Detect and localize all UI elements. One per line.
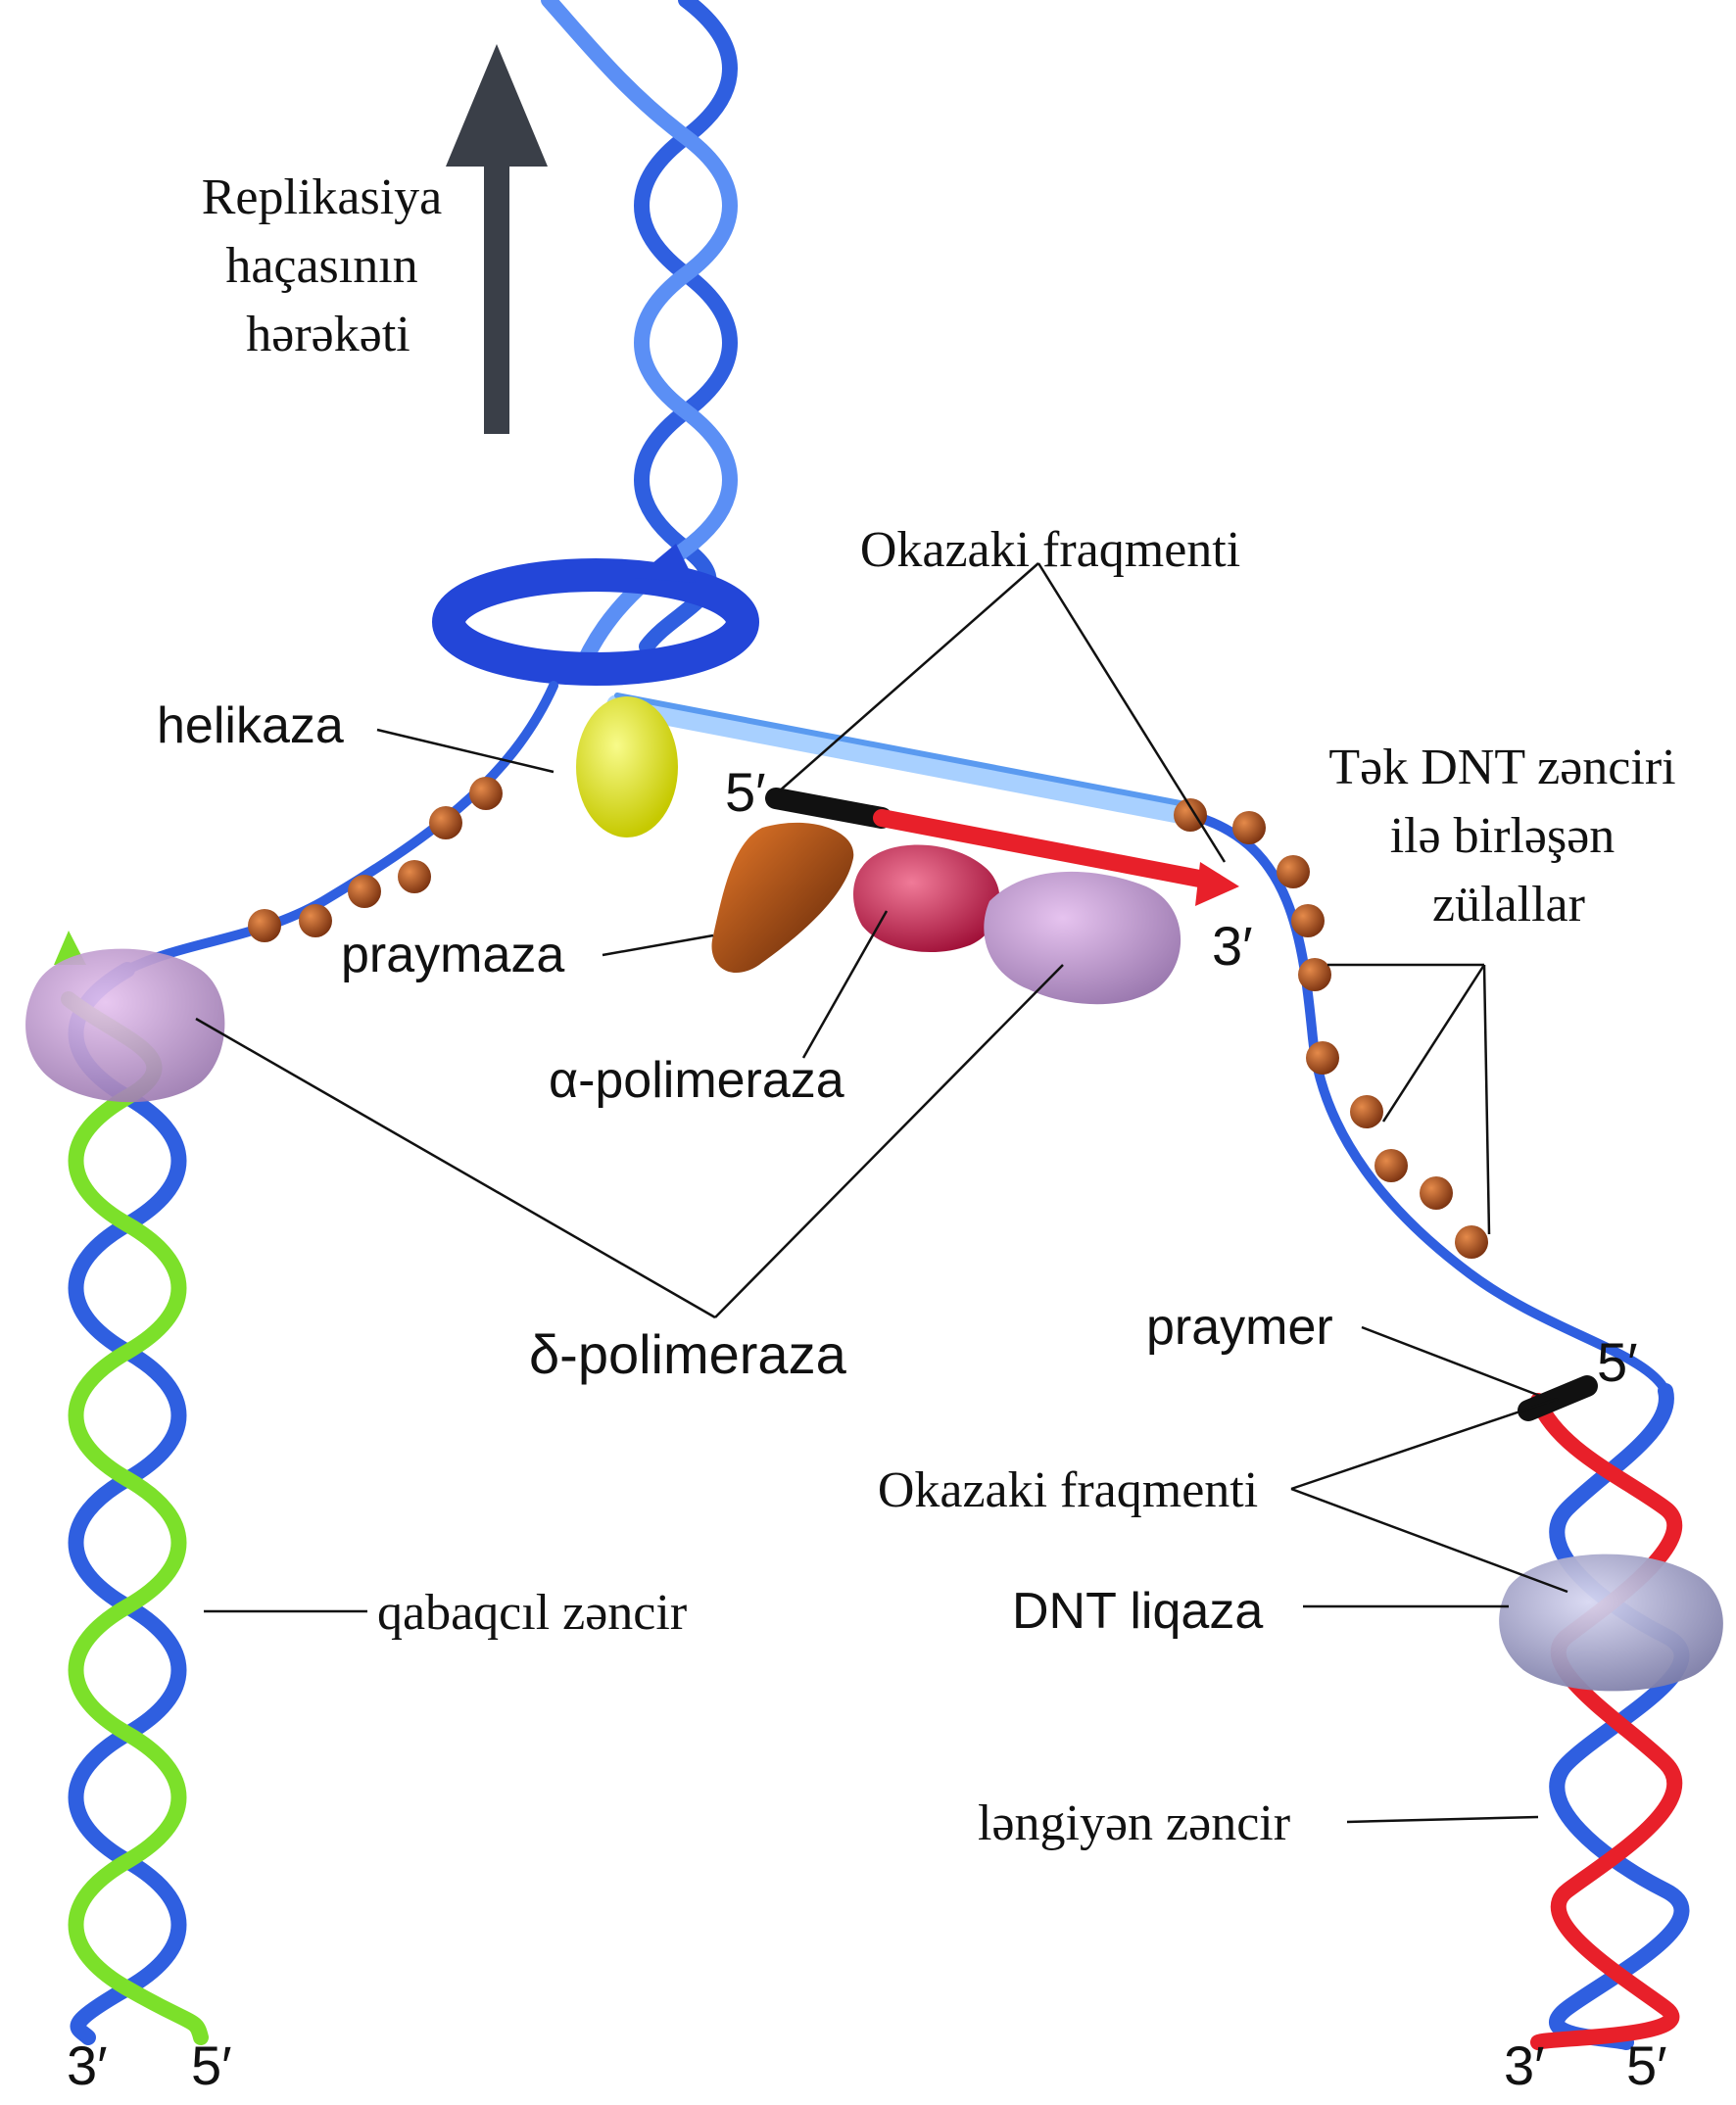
alpha-polymerase-protein xyxy=(853,844,1000,953)
leading-strand-label: qabaqcıl zəncir xyxy=(377,1585,687,1641)
single-strand-proteins-label: Tək DNT zənciri ilə birləşən zülallar xyxy=(1328,740,1688,933)
lagging-template-strand xyxy=(606,694,1201,826)
ssb-label-line-3: zülallar xyxy=(1432,877,1585,933)
helicase-label: helikaza xyxy=(157,697,344,754)
okazaki-5-prime-label: 5′ xyxy=(725,761,766,823)
helicase-protein xyxy=(576,696,678,837)
right-5-prime-label: 5′ xyxy=(1626,2034,1667,2096)
left-3-prime-label: 3′ xyxy=(67,2034,108,2096)
leader-lines xyxy=(195,562,1568,1824)
dna-ligase-protein xyxy=(1499,1554,1723,1692)
fork-motion-label: Replikasiya haçasının hərəkəti xyxy=(202,169,456,362)
delta-polymerase-protein-top xyxy=(984,871,1181,1005)
rotation-arrow-icon xyxy=(432,544,759,686)
lagging-template-strand-bottom xyxy=(1549,1383,1690,2050)
okazaki-fragment-top xyxy=(765,788,1239,906)
lagging-new-strand xyxy=(1530,1393,1683,2050)
delta-polymerase-label: δ-polimeraza xyxy=(529,1323,847,1385)
up-arrow-icon xyxy=(446,44,548,434)
dna-ligase-label: DNT liqaza xyxy=(1012,1583,1263,1640)
fork-motion-line-2: haçasının xyxy=(225,238,417,294)
primase-protein xyxy=(711,822,854,974)
ssb-proteins-left xyxy=(248,777,503,942)
right-3-prime-label: 3′ xyxy=(1504,2034,1545,2096)
primer-label: praymer xyxy=(1146,1299,1333,1356)
right-primer-5-prime-label: 5′ xyxy=(1597,1331,1638,1393)
ssb-proteins-right xyxy=(1174,798,1488,1259)
leading-new-strand xyxy=(61,991,209,2045)
okazaki-fragment-label-top: Okazaki fraqmenti xyxy=(860,522,1240,578)
primase-label: praymaza xyxy=(341,927,564,983)
okazaki-3-prime-label: 3′ xyxy=(1212,915,1253,977)
alpha-polymerase-label: α-polimeraza xyxy=(549,1052,844,1109)
fork-motion-line-3: hərəkəti xyxy=(246,307,410,362)
leading-template-strand xyxy=(68,962,187,2045)
ssb-label-line-2: ilə birləşən xyxy=(1390,808,1615,864)
okazaki-fragment-label-bottom: Okazaki fraqmenti xyxy=(878,1462,1258,1518)
lagging-strand-label: ləngiyən zəncir xyxy=(978,1795,1290,1851)
parental-strand-a xyxy=(634,0,738,654)
ssb-label-line-1: Tək DNT zənciri xyxy=(1328,740,1675,795)
fork-motion-line-1: Replikasiya xyxy=(202,169,443,225)
lagging-helix xyxy=(1518,1375,1690,2050)
left-5-prime-label: 5′ xyxy=(191,2034,232,2096)
right-single-strand xyxy=(1185,810,1670,1396)
delta-polymerase-protein-left xyxy=(25,948,225,1103)
lagging-template-strand-edge xyxy=(614,693,1193,808)
